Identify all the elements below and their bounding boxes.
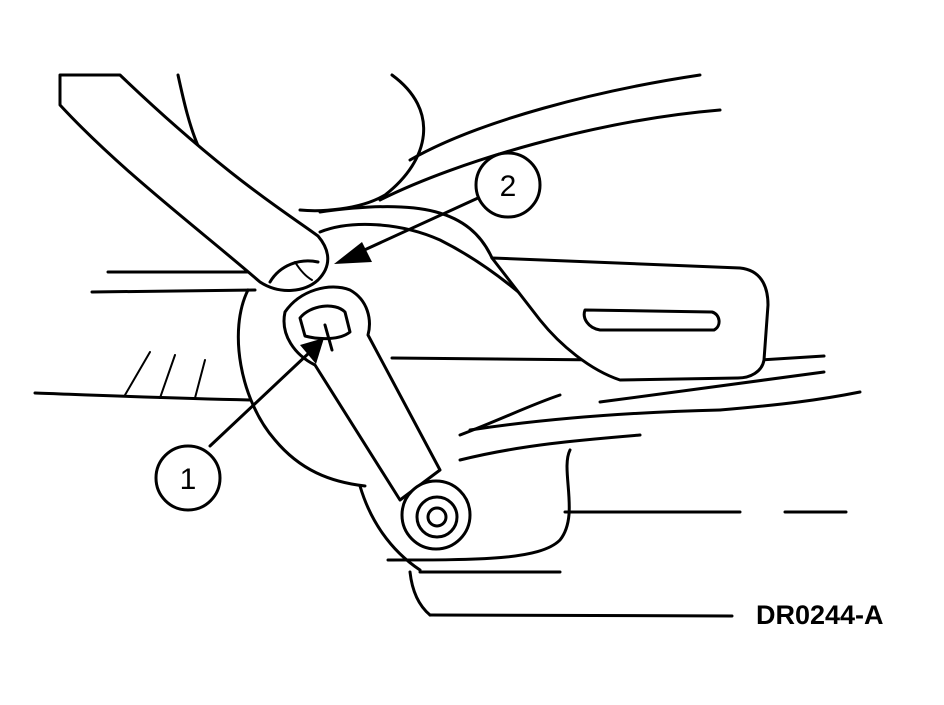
mounting-bolt xyxy=(400,479,472,551)
callout-1-label: 1 xyxy=(180,463,197,496)
callout-1: 1 xyxy=(154,338,324,512)
seat-lower-frame xyxy=(358,484,734,618)
callout-2: 2 xyxy=(334,151,542,264)
callout-2-label: 2 xyxy=(500,170,517,203)
seat-frame xyxy=(33,73,862,562)
figure-id-label: DR0244-A xyxy=(756,600,884,630)
hand-illustration xyxy=(58,73,330,292)
recliner-lever xyxy=(490,256,770,382)
